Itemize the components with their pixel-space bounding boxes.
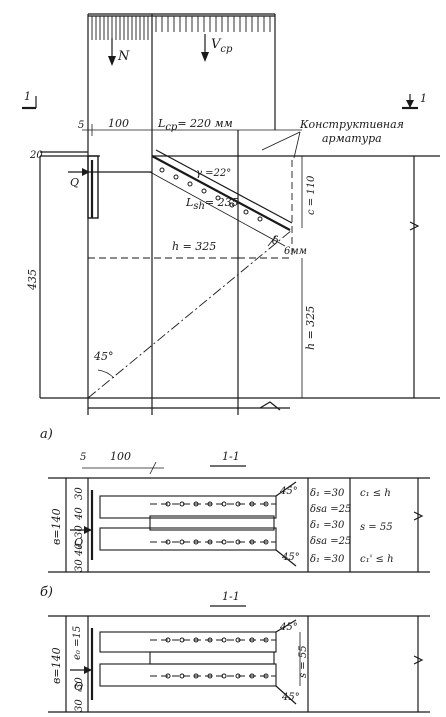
view-a-angle-top: 45°: [279, 486, 298, 497]
svg-text:30: 30: [74, 559, 85, 572]
view-a-plate-2: [149, 515, 275, 531]
view-b-q: Q: [74, 680, 83, 693]
dim-100-label: 100: [108, 117, 129, 130]
svg-text:1: 1: [420, 92, 427, 105]
line-45-deg: [87, 229, 293, 399]
dim-h2-label: h = 325: [304, 306, 317, 350]
q-arrow: [68, 168, 90, 176]
view-b-label: б): [40, 585, 53, 600]
view-b-angle-top: 45°: [279, 622, 298, 633]
view-b-plate-3: [99, 663, 277, 687]
view-a-q: Q: [74, 536, 83, 549]
view-a-label: а): [40, 427, 53, 442]
svg-text:δ₁ =30: δ₁ =30: [310, 488, 345, 499]
anchor-bar-inclined: [151, 149, 293, 231]
angle-45-label: 45°: [93, 350, 114, 363]
svg-text:40: 40: [74, 507, 85, 521]
view-a-dim-b: в=140: [50, 508, 63, 545]
dim-lsh-label: Lsh= 235: [185, 196, 239, 212]
view-a-c2: c₁' ≤ h: [360, 554, 394, 565]
svg-text:30: 30: [74, 525, 85, 538]
q-label: Q: [70, 176, 79, 189]
view-b: б) 1-1 в=140 e₀ =15 30 30 Q: [40, 585, 430, 713]
svg-text:30: 30: [74, 487, 85, 500]
view-b-plate-1: [99, 631, 277, 653]
dim-lsh-line: [149, 171, 286, 247]
view-b-dim-e0: e₀ =15: [72, 626, 83, 660]
svg-text:40: 40: [74, 543, 85, 557]
constr-label-1: Конструктивная: [299, 118, 404, 131]
view-a-dim-100: 100: [110, 450, 131, 463]
view-a-plate-1: [99, 495, 277, 519]
svg-text:1: 1: [24, 90, 31, 103]
section-mark-right: 1: [402, 92, 427, 110]
dim-lcr-label: Lср= 220 мм: [157, 117, 233, 133]
view-b-dim-b: в=140: [50, 647, 63, 684]
svg-text:δ₁ =30: δ₁ =30: [310, 520, 345, 531]
force-vcr-arrow: [201, 34, 209, 62]
view-a-angle-bot: 45°: [281, 552, 300, 563]
dim-20-label: 20: [29, 150, 43, 161]
view-b-angle-bot: 45°: [281, 692, 300, 703]
dim-delta-label: δ: [272, 234, 279, 247]
svg-text:δ₁ =30: δ₁ =30: [310, 554, 345, 565]
view-a-section: 1-1: [222, 450, 240, 463]
view-b-s: s = 55: [298, 645, 309, 678]
view-b-section: 1-1: [222, 590, 240, 603]
view-a-s: s = 55: [360, 522, 393, 533]
view-b-plate-2: [149, 651, 275, 665]
force-vcr-label: Vср: [211, 37, 233, 55]
dim-c-label: c = 110: [306, 175, 317, 215]
load-hatch: [88, 13, 275, 40]
force-n-arrow: [108, 38, 116, 66]
constr-label-2: арматура: [322, 132, 382, 145]
svg-text:δsa =25: δsa =25: [310, 504, 351, 515]
svg-text:δsa =25: δsa =25: [310, 536, 351, 547]
view-a-c1: c₁ ≤ h: [360, 488, 391, 499]
dim-6mm-label: 6мм: [284, 246, 307, 257]
view-a: а) 5 100 1-1 в=140 30 40 30 40 30 Q: [40, 427, 430, 573]
dim-5-label: 5: [78, 120, 84, 131]
view-a-plate-3: [99, 527, 277, 551]
svg-text:30: 30: [74, 699, 85, 712]
section-mark-left: 1: [22, 90, 37, 110]
view-a-dim-5: 5: [80, 452, 86, 463]
dim-435-label: 435: [26, 269, 39, 291]
dim-h1-label: h = 325: [172, 240, 216, 253]
angle-22-label: γ =22°: [196, 168, 231, 179]
top-elevation: N Vср 1 1 5 100 Lср= 220 мм Конструктивн…: [22, 13, 440, 415]
svg-text:30: 30: [74, 677, 85, 690]
force-n-label: N: [117, 49, 130, 64]
